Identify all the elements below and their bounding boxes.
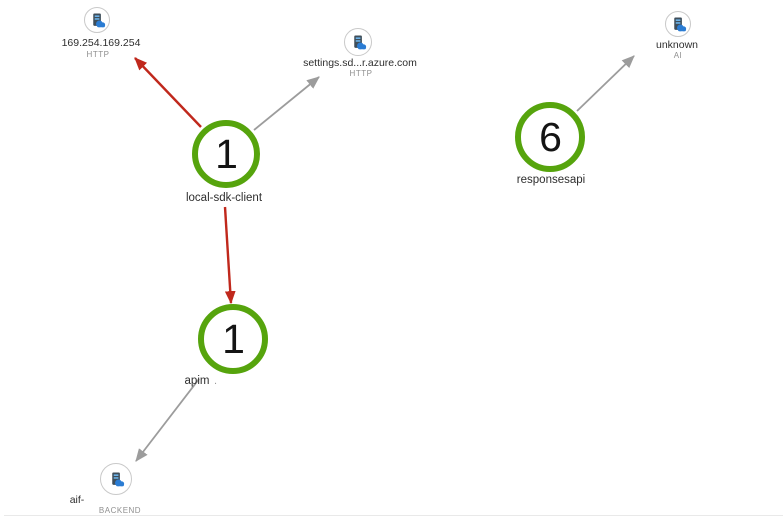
edge-apim-to-aif[interactable]	[135, 378, 200, 462]
edge-responsesapi-to-unknown[interactable]	[576, 55, 635, 112]
service-node-local-sdk-client[interactable]: 1	[192, 120, 260, 188]
dependency-node-settings-sd-r-azure-com[interactable]	[344, 28, 372, 56]
edge-local-sdk-client-to-apim[interactable]	[223, 206, 236, 305]
service-node-responsesapi[interactable]: 6	[515, 102, 585, 172]
service-node-count: 6	[539, 113, 562, 160]
canvas-bottom-border	[4, 515, 783, 516]
edge-local-sdk-client-to-settings-sd-r-azure-com[interactable]	[253, 76, 320, 131]
service-node-count: 1	[222, 315, 245, 362]
dependency-node-aif[interactable]	[100, 463, 132, 495]
service-node-apim[interactable]: 1	[198, 304, 268, 374]
server-cloud-icon	[92, 12, 105, 27]
dependency-node-169-254-169-254[interactable]	[84, 7, 110, 33]
dependency-node-unknown[interactable]	[665, 11, 691, 37]
service-node-count: 1	[215, 130, 238, 177]
server-cloud-icon	[111, 471, 124, 486]
server-cloud-icon	[353, 34, 366, 49]
server-cloud-icon	[673, 16, 686, 31]
edge-local-sdk-client-to-169-254-169-254[interactable]	[134, 57, 202, 128]
